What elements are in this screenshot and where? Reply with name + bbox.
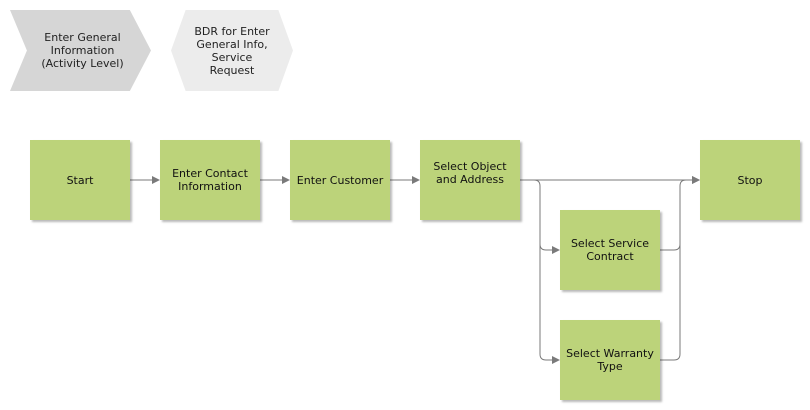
step-select-object-and-address[interactable]: Select Object and Address <box>420 140 520 220</box>
connector-object-contract <box>520 179 560 254</box>
step-enter-customer[interactable]: Enter Customer <box>290 140 390 220</box>
step-stop[interactable]: Stop <box>700 140 800 220</box>
activity-level-chevron: Enter General Information (Activity Leve… <box>10 10 151 91</box>
step-enter-contact-information[interactable]: Enter Contact Information <box>160 140 260 220</box>
connector-contract-stop <box>660 176 700 251</box>
step-select-service-contract[interactable]: Select Service Contract <box>560 210 660 290</box>
connector-warranty-stop <box>660 244 681 361</box>
connector-object-warranty <box>539 244 560 364</box>
step-start[interactable]: Start <box>30 140 130 220</box>
bdr-chevron: BDR for Enter General Info, Service Requ… <box>171 10 293 91</box>
step-select-warranty-type[interactable]: Select Warranty Type <box>560 320 660 400</box>
